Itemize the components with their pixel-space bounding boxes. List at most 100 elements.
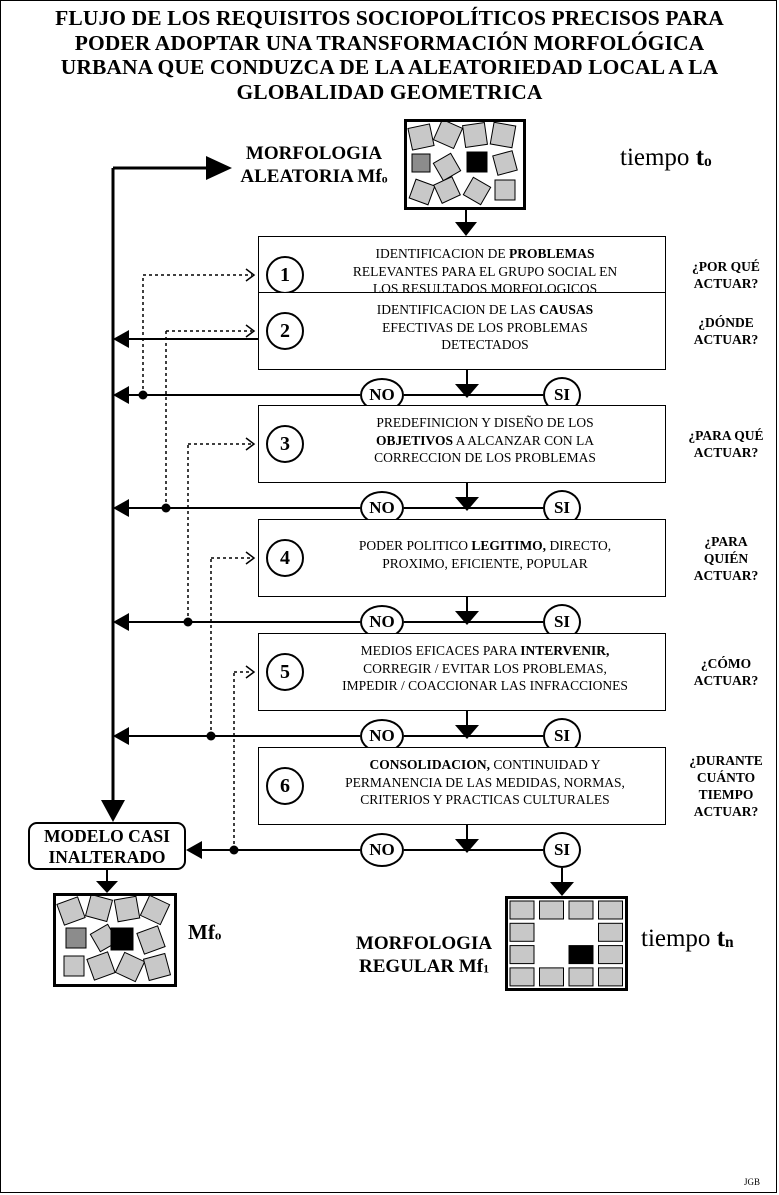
- title-line-1: FLUJO DE LOS REQUISITOS SOCIOPOLÍTICOS P…: [55, 6, 724, 30]
- top-tile-8: [492, 150, 518, 176]
- no-arrow-2: [113, 386, 129, 404]
- decision-si-6: SI: [543, 832, 581, 868]
- bottom-tile-5: [65, 927, 87, 949]
- mid-arrow-4: [455, 611, 479, 625]
- top-tile-3: [462, 122, 488, 148]
- top-tile-9: [408, 178, 436, 206]
- bottom-tile-3: [113, 896, 141, 923]
- time-start-label: tiempo to: [620, 144, 712, 171]
- top-tile-11: [462, 176, 492, 206]
- title-line-2: PODER ADOPTAR UNA TRANSFORMACIÓN MORFOLÓ…: [74, 30, 705, 55]
- step-text-5: MEDIOS EFICACES PARA INTERVENIR, CORREGI…: [342, 643, 628, 693]
- si-arrow-6: [550, 882, 574, 896]
- morph-unchanged-label: Mfo: [188, 920, 222, 944]
- feedback-arrow-2: [245, 324, 256, 338]
- top-tile-10: [433, 176, 461, 204]
- step-box-3: [258, 405, 666, 483]
- bottom-tile-8: [136, 925, 166, 955]
- model-arrow: [96, 881, 118, 893]
- step-number-3: 3: [266, 425, 304, 463]
- no-arrow-4: [113, 613, 129, 631]
- mid-arrow-3: [455, 497, 479, 511]
- regular-tile-15: [568, 967, 594, 987]
- step-question-1: ¿POR QUÉ ACTUAR?: [692, 259, 760, 291]
- morph-regular-image: [505, 896, 628, 991]
- bottom-tile-9: [63, 955, 85, 977]
- top-tile-5: [411, 153, 431, 173]
- step-number-5: 5: [266, 653, 304, 691]
- morph-unchanged-image: [53, 893, 177, 987]
- step-question-6: ¿DURANTE CUÁNTO TIEMPO ACTUAR?: [689, 753, 763, 819]
- feedback-arrow-5: [245, 665, 256, 679]
- morph-regular-label: MORFOLOGIA REGULAR Mf1: [344, 932, 504, 981]
- feedback-arrow-4: [245, 551, 256, 565]
- morph-random-line1: MORFOLOGIA: [245, 143, 383, 164]
- regular-tile-13: [509, 967, 535, 987]
- step-text-1: IDENTIFICACION DE PROBLEMAS RELEVANTES P…: [352, 246, 618, 296]
- top-tile-2: [432, 122, 464, 150]
- regular-tile-2: [539, 900, 564, 920]
- title-line-3: URBANA QUE CONDUZCA DE LA ALEATORIEDAD L…: [60, 55, 719, 79]
- step-number-1: 1: [266, 256, 304, 294]
- regular-tile-14: [539, 967, 564, 987]
- regular-tile-9: [509, 945, 535, 965]
- regular-tile-11: [568, 945, 594, 965]
- mid-arrow-2: [455, 384, 479, 398]
- step-box-6: [258, 747, 666, 825]
- bottom-tile-1: [56, 896, 86, 926]
- regular-tile-4: [598, 900, 623, 920]
- model-unchanged-box: MODELO CASI INALTERADO: [28, 822, 186, 870]
- regular-tile-12: [598, 945, 623, 965]
- step-question-3: ¿PARA QUÉ ACTUAR?: [688, 428, 764, 460]
- title-line-4: GLOBALIDAD GEOMETRICA: [236, 79, 543, 104]
- step-question-2: ¿DÓNDE ACTUAR?: [693, 315, 759, 347]
- top-tile-7: [466, 151, 488, 173]
- bottom-tile-11: [114, 951, 146, 983]
- bottom-tile-10: [86, 951, 116, 981]
- regular-tile-5: [509, 922, 535, 942]
- step-box-2: [258, 292, 666, 370]
- return-bottom-arrow: [101, 800, 125, 822]
- step-number-4: 4: [266, 539, 304, 577]
- step-number-2: 2: [266, 312, 304, 350]
- author-credit: JGB: [744, 1177, 761, 1187]
- model-unchanged-line2: INALTERADO: [48, 847, 166, 867]
- step-question-5: ¿CÓMO ACTUAR?: [693, 656, 759, 688]
- top-tile-4: [489, 122, 517, 149]
- regular-tile-3: [568, 900, 594, 920]
- regular-tile-16: [598, 967, 623, 987]
- step-text-2: IDENTIFICACION DE LAS CAUSAS EFECTIVAS D…: [376, 302, 594, 352]
- decision-no-6: NO: [360, 833, 404, 867]
- return-top-arrow: [206, 156, 232, 180]
- top-tile-1: [407, 123, 435, 151]
- morph-random-line2: ALEATORIA Mfo: [240, 166, 388, 187]
- bottom-tile-7: [110, 927, 134, 951]
- no-arrow-3: [113, 499, 129, 517]
- diagram-title: FLUJO DE LOS REQUISITOS SOCIOPOLÍTICOS P…: [0, 6, 779, 104]
- morph-random-image: [404, 119, 526, 210]
- morph-random-label: MORFOLOGIA ALEATORIA Mfo: [234, 142, 394, 191]
- top-tile-6: [432, 152, 462, 182]
- step-text-3: PREDEFINICION Y DISEÑO DE LOS OBJETIVOS …: [374, 415, 596, 465]
- feedback-arrow-3: [245, 437, 256, 451]
- no-arrow-6: [186, 841, 202, 859]
- mid-arrow-6: [455, 839, 479, 853]
- mid-arrow-5: [455, 725, 479, 739]
- no-arrow-1: [113, 330, 129, 348]
- no-arrow-5: [113, 727, 129, 745]
- morph-regular-line1: MORFOLOGIA: [355, 933, 493, 954]
- morph-regular-line2: REGULAR Mf1: [359, 956, 489, 977]
- start-arrow: [455, 222, 477, 236]
- step-number-6: 6: [266, 767, 304, 805]
- bottom-tile-12: [142, 952, 172, 982]
- step-question-4: ¿PARA QUIÉN ACTUAR?: [693, 533, 759, 583]
- feedback-arrow-1: [245, 268, 256, 282]
- regular-tile-8: [598, 922, 623, 942]
- regular-tile-1: [509, 900, 535, 920]
- bottom-tile-4: [139, 896, 171, 926]
- top-tile-12: [494, 179, 516, 201]
- bottom-tile-2: [84, 896, 114, 923]
- step-box-4: [258, 519, 666, 597]
- model-unchanged-line1: MODELO CASI: [44, 826, 170, 846]
